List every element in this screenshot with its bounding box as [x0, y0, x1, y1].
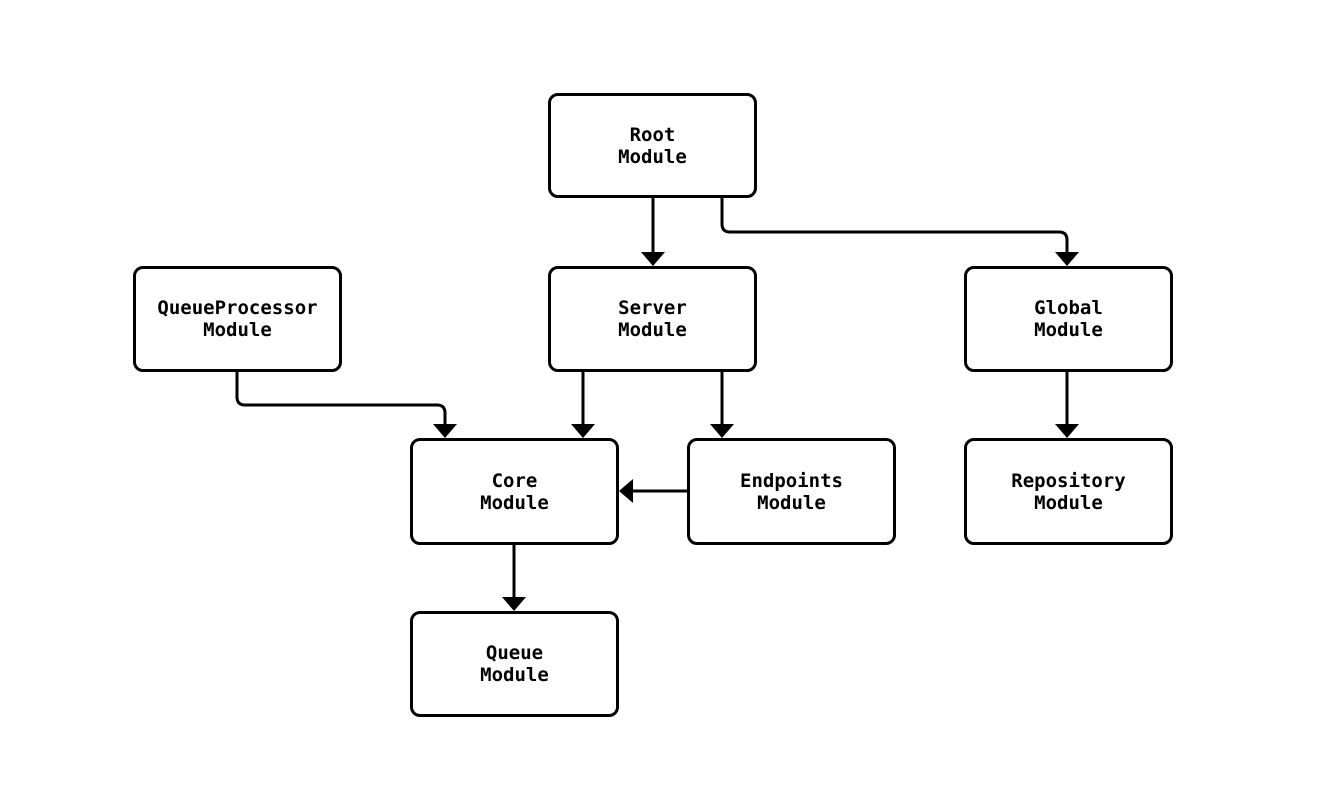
- arrowhead-down-icon: [433, 424, 457, 438]
- node-label-line: Module: [618, 319, 687, 341]
- edge-endpoints-to-core: [619, 479, 687, 503]
- node-label-line: Module: [757, 491, 826, 514]
- arrowhead-down-icon: [1055, 424, 1079, 438]
- node-label-line: Endpoints: [740, 469, 843, 492]
- node-endpoints-module: Endpoints Module: [687, 438, 896, 545]
- node-label-line: Repository: [1011, 469, 1126, 492]
- node-label-line: Core: [491, 469, 538, 492]
- node-label-line: Module: [480, 664, 549, 686]
- node-label-line: Module: [1034, 491, 1103, 514]
- node-label-line: Module: [480, 491, 549, 514]
- arrowhead-down-icon: [710, 424, 734, 438]
- node-label-line: QueueProcessor: [157, 297, 318, 319]
- node-label-line: Server: [618, 297, 687, 319]
- node-label-line: Queue: [485, 642, 544, 664]
- node-queue-module: Queue Module: [410, 611, 619, 717]
- arrowhead-down-icon: [571, 424, 595, 438]
- node-repository-module: Repository Module: [964, 438, 1173, 545]
- arrowhead-down-icon: [641, 252, 665, 266]
- node-label-line: Module: [203, 319, 272, 341]
- edge-server-to-endpoints: [710, 372, 734, 438]
- node-server-module: Server Module: [548, 266, 757, 372]
- arrowhead-left-icon: [619, 479, 633, 503]
- node-label-line: Root: [629, 123, 676, 146]
- arrowhead-down-icon: [502, 597, 526, 611]
- node-root-module: Root Module: [548, 93, 757, 198]
- edge-queueprocessor-to-core: [235, 372, 457, 438]
- node-label-line: Module: [618, 145, 687, 168]
- node-label-line: Module: [1034, 319, 1103, 341]
- edge-root-to-server: [641, 198, 665, 266]
- edge-core-to-queue: [502, 545, 526, 611]
- edge-root-to-global: [720, 198, 1079, 266]
- node-queueprocessor-module: QueueProcessor Module: [133, 266, 342, 372]
- edge-server-to-core: [571, 372, 595, 438]
- node-core-module: Core Module: [410, 438, 619, 545]
- edge-global-to-repository: [1055, 372, 1079, 438]
- arrowhead-down-icon: [1055, 252, 1079, 266]
- node-label-line: Global: [1034, 297, 1103, 319]
- node-global-module: Global Module: [964, 266, 1173, 372]
